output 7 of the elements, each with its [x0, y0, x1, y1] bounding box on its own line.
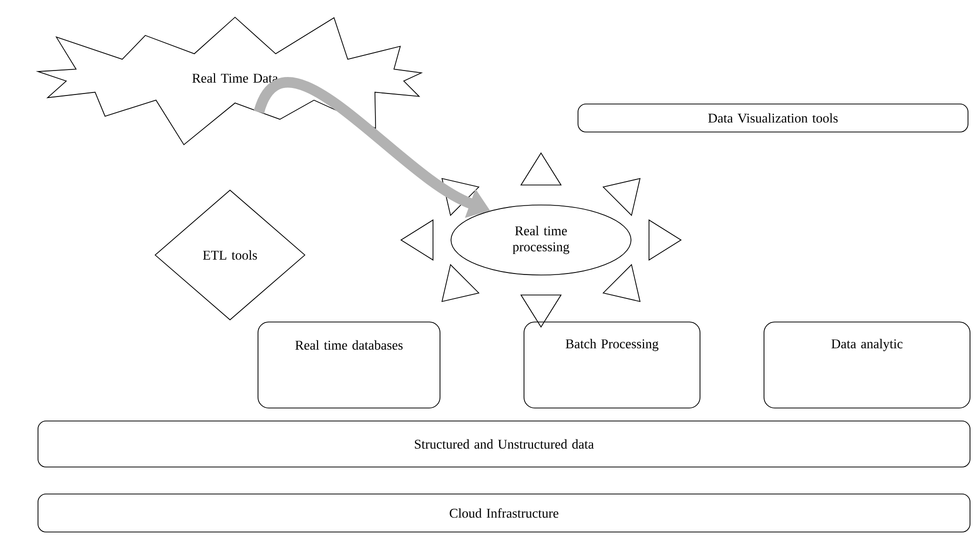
rounded-box: Data analytic [764, 322, 970, 408]
rounded-box: Real time databases [258, 322, 440, 408]
rounded-box: Cloud Infrastructure [38, 494, 970, 532]
rounded-box: Batch Processing [524, 322, 700, 408]
rounded-box: Data Visualization tools [578, 104, 968, 132]
ellipse-node: Real time processing [450, 204, 632, 276]
rounded-box: Structured and Unstructured data [38, 420, 970, 468]
